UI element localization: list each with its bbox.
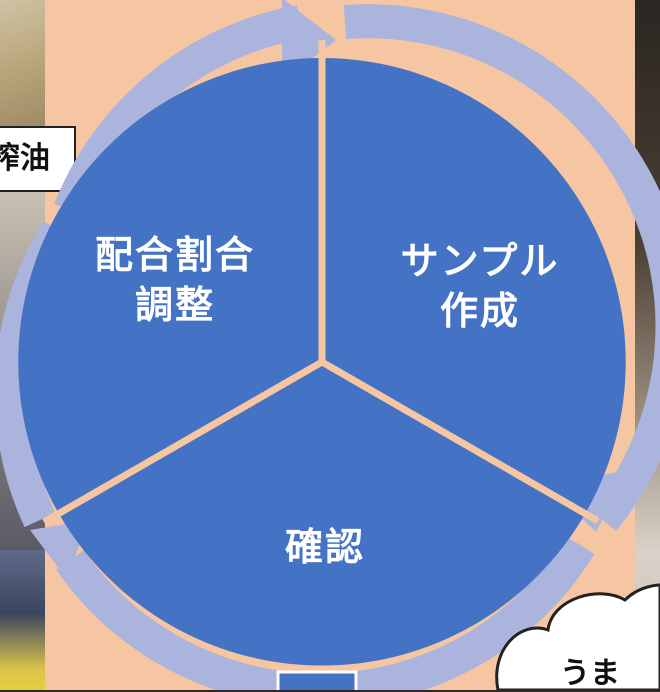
segment-sample bbox=[322, 58, 626, 514]
segment-label-sample-line1: サンプル bbox=[400, 239, 560, 283]
arrow-bottom bbox=[56, 536, 595, 690]
segment-label-adjust-line1: 配合割合 bbox=[94, 233, 255, 277]
segment-confirm bbox=[59, 362, 585, 666]
cloud-text: うま bbox=[560, 656, 620, 691]
background-label: 搾油 bbox=[0, 126, 76, 192]
segment-dividers bbox=[42, 40, 600, 526]
segment-adjust bbox=[18, 58, 322, 514]
segment-label-adjust: 配合割合 調整 bbox=[70, 230, 280, 330]
segment-label-adjust-line2: 調整 bbox=[134, 283, 215, 327]
segment-label-sample: サンプル 作成 bbox=[370, 236, 590, 336]
arrow-right bbox=[343, 4, 660, 531]
bottom-box bbox=[276, 670, 358, 690]
segment-label-confirm: 確認 bbox=[250, 522, 400, 572]
segment-label-confirm-line1: 確認 bbox=[284, 525, 365, 569]
thought-cloud bbox=[495, 583, 660, 690]
segment-label-sample-line2: 作成 bbox=[439, 289, 520, 333]
